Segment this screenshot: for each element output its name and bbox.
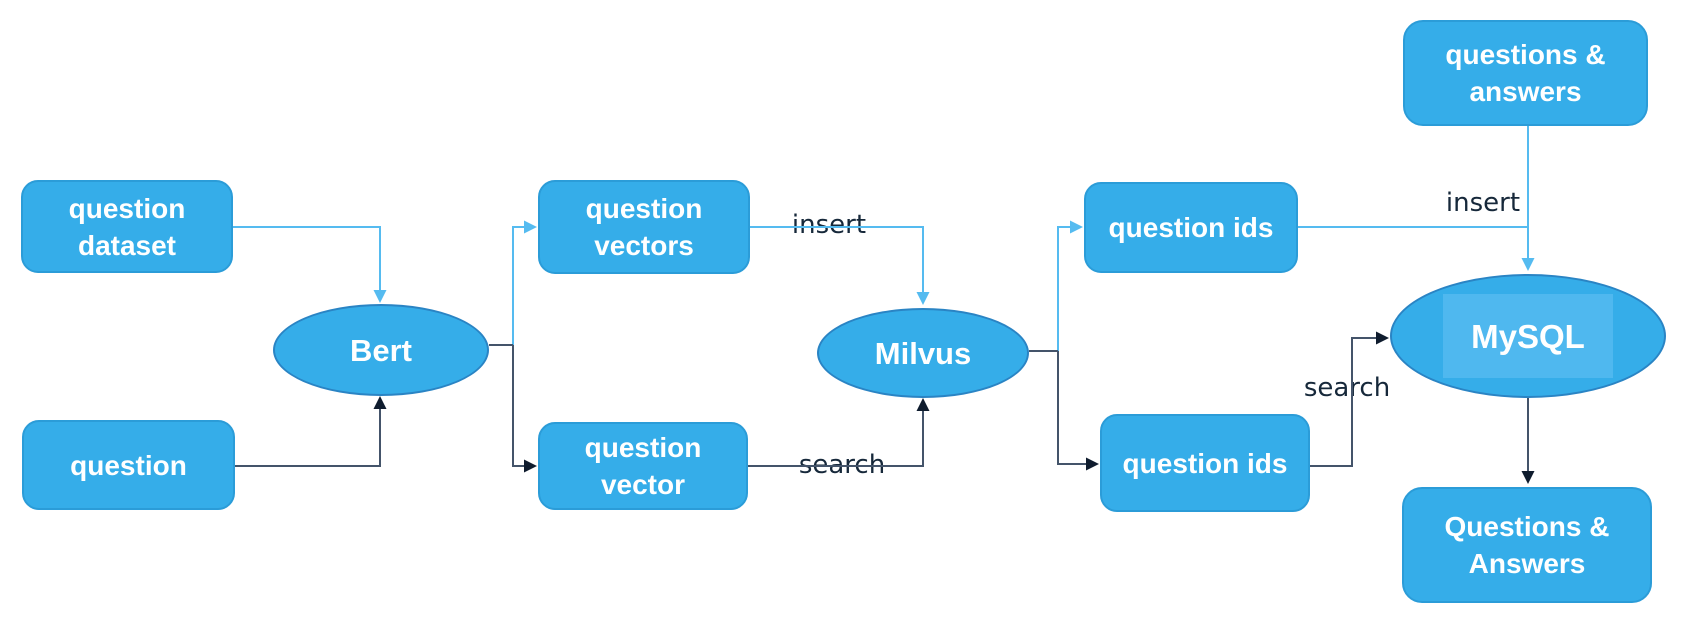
arrowhead-into-milvus-bottom — [916, 398, 930, 411]
node-question-dataset: question dataset — [21, 180, 233, 273]
edge-question-to-bert — [235, 409, 381, 467]
node-question-vectors: question vectors — [538, 180, 750, 274]
node-question-dataset-label: question dataset — [68, 192, 186, 261]
edge-label-insert-milvus: insert — [791, 210, 867, 240]
node-questions-answers-top-label: questions & answers — [1445, 39, 1606, 107]
arrowhead-into-question-vectors — [524, 220, 537, 234]
node-question-vectors-label: question vectors — [585, 193, 703, 261]
arrowhead-into-question-vector — [524, 459, 537, 473]
node-question-vector: question vector — [538, 422, 748, 510]
mysql-highlight-rect — [1443, 294, 1613, 378]
edge-question-dataset-to-bert — [233, 226, 381, 290]
node-question-ids-bottom: question ids — [1100, 414, 1310, 512]
node-questions-answers-bottom: Questions & Answers — [1402, 487, 1652, 603]
arrowhead-into-mysql-top — [1521, 258, 1535, 271]
node-question-ids-top: question ids — [1084, 182, 1298, 273]
node-mysql: MySQL — [1390, 274, 1666, 398]
node-question-vector-label: question vector — [584, 432, 702, 500]
node-milvus: Milvus — [817, 308, 1029, 398]
arrowhead-into-mysql-left — [1376, 331, 1389, 345]
arrowhead-into-bert-bottom — [373, 396, 387, 409]
edge-label-insert-mysql: insert — [1445, 188, 1521, 218]
edge-bert-to-question-vectors — [512, 226, 524, 345]
edge-milvus-to-question-ids-bottom — [1057, 351, 1086, 465]
edge-milvus-to-question-ids-top — [1057, 226, 1070, 351]
arrowhead-into-milvus-top — [916, 292, 930, 305]
arrowhead-into-question-ids-bottom — [1086, 457, 1099, 471]
node-questions-answers-top: questions & answers — [1403, 20, 1648, 126]
arrowhead-into-questions-answers — [1521, 471, 1535, 484]
edge-label-search-mysql: search — [1303, 373, 1391, 403]
edge-label-search-milvus: search — [798, 450, 886, 480]
node-question-label: question — [70, 449, 187, 481]
arrowhead-into-question-ids-top — [1070, 220, 1083, 234]
node-bert: Bert — [273, 304, 489, 396]
node-question-ids-bottom-label: question ids — [1122, 447, 1288, 479]
arrowhead-into-bert-top — [373, 290, 387, 303]
node-questions-answers-bottom-label: Questions & Answers — [1444, 511, 1610, 579]
node-question-ids-top-label: question ids — [1108, 212, 1274, 243]
node-milvus-label: Milvus — [874, 335, 972, 371]
node-question: question — [22, 420, 235, 510]
edge-bert-to-question-vector — [512, 345, 524, 467]
node-bert-label: Bert — [349, 332, 412, 368]
node-mysql-label: MySQL — [1471, 317, 1585, 355]
